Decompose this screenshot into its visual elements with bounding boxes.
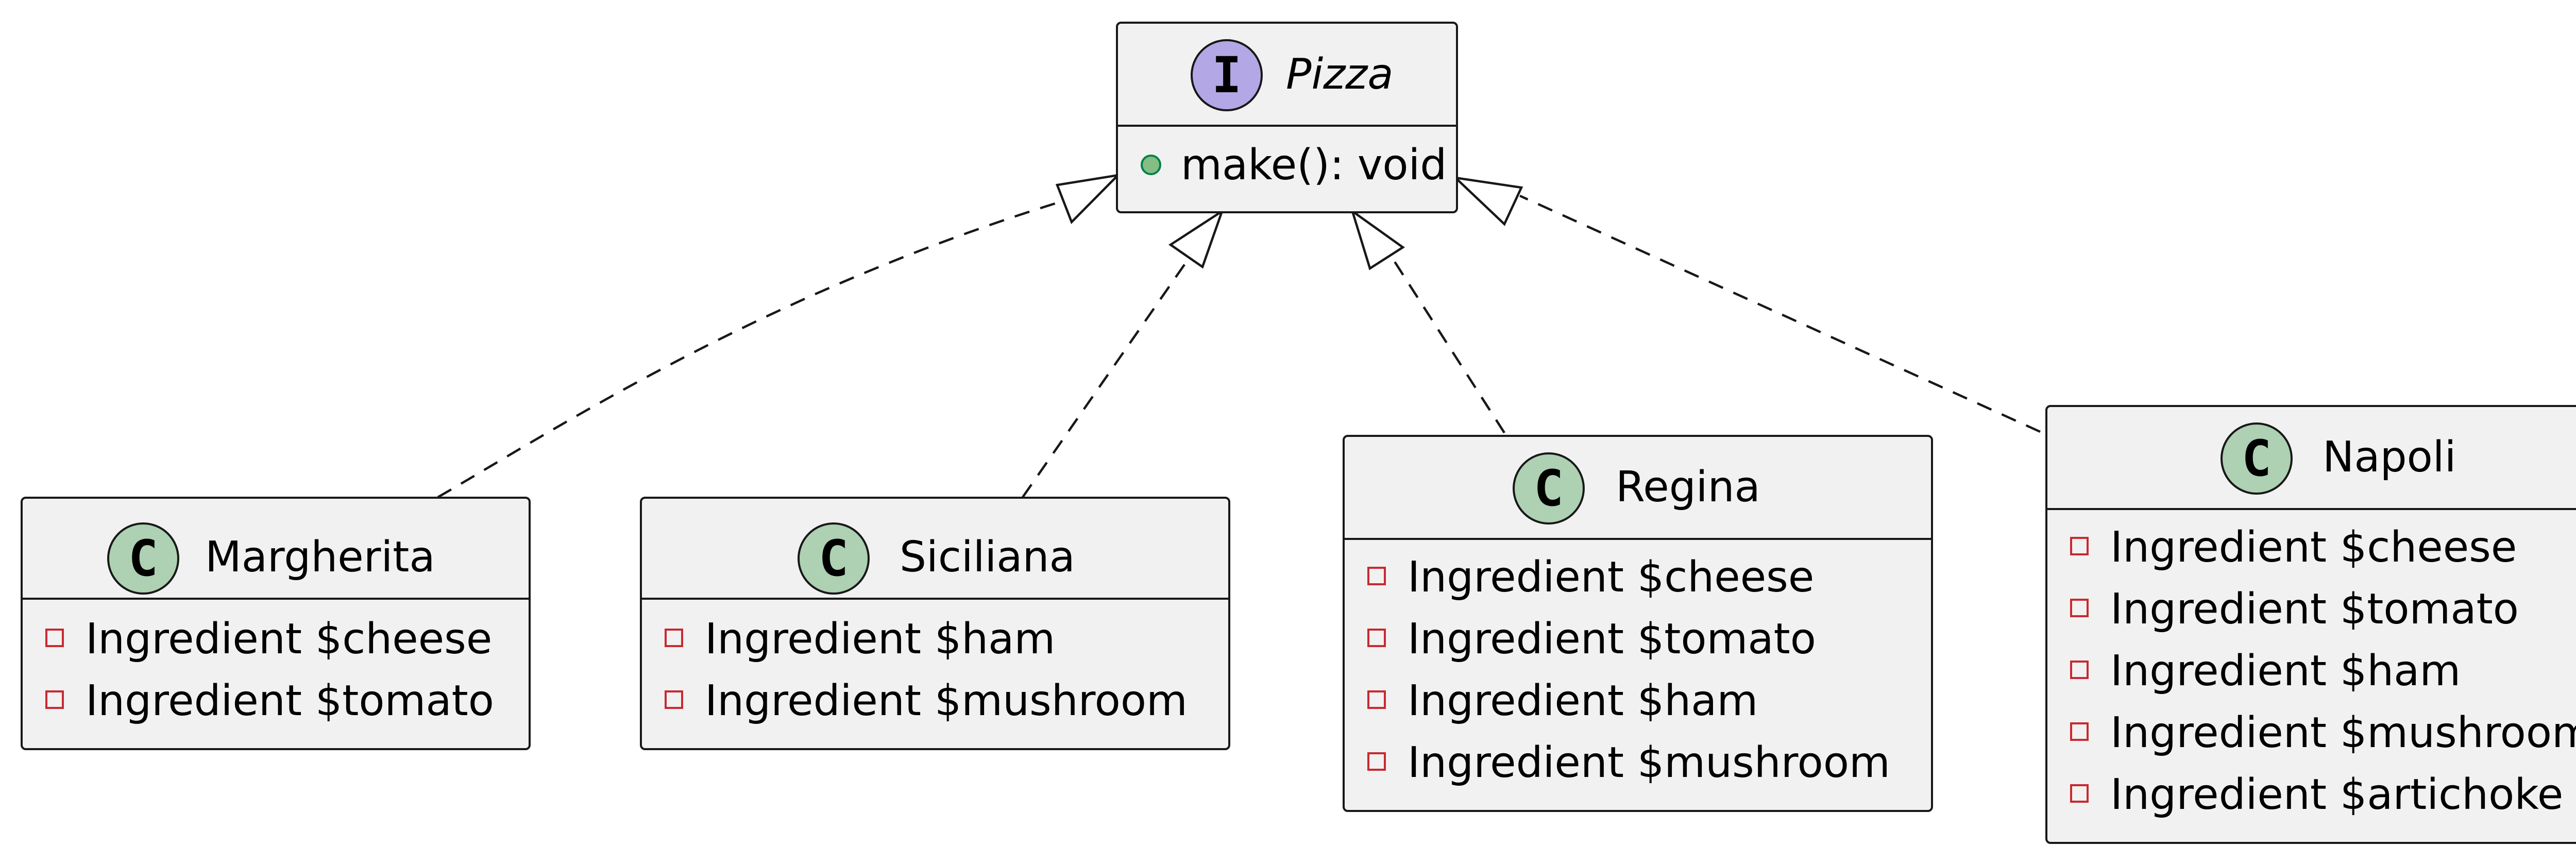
private-visibility-icon (45, 629, 64, 647)
field-text: Ingredient $tomato (1408, 615, 1816, 664)
private-visibility-icon (45, 690, 64, 709)
method-row: make(): void (1118, 135, 1456, 197)
field-row: Ingredient $artichoke (2047, 765, 2576, 826)
private-visibility-icon (1367, 690, 1386, 709)
field-row: Ingredient $cheese (2047, 517, 2576, 579)
class-name: Siciliana (900, 533, 1075, 582)
field-text: Ingredient $mushroom (2110, 708, 2576, 757)
realization-arrowhead-napoli (1452, 176, 1523, 226)
field-row: Ingredient $cheese (23, 609, 529, 671)
class-name: Margherita (205, 533, 435, 582)
realization-line-siciliana (1022, 259, 1189, 498)
divider (642, 598, 1228, 600)
interface-pizza[interactable]: I Pizza make(): void (1116, 22, 1458, 213)
class-margherita[interactable]: C Margherita Ingredient $cheese Ingredie… (21, 497, 531, 750)
private-visibility-icon (1367, 752, 1386, 771)
realization-line-regina (1390, 255, 1505, 434)
divider (1118, 125, 1456, 127)
realization-line-napoli (1519, 194, 2041, 433)
class-badge-icon: C (107, 522, 179, 595)
realization-arrowhead-siciliana (1168, 208, 1225, 269)
field-text: Ingredient $cheese (2110, 523, 2517, 572)
field-row: Ingredient $mushroom (642, 671, 1228, 733)
private-visibility-icon (1367, 567, 1386, 585)
divider (23, 598, 529, 600)
field-text: Ingredient $mushroom (705, 676, 1188, 725)
class-badge-icon: C (2221, 422, 2293, 495)
private-visibility-icon (2070, 537, 2089, 555)
field-row: Ingredient $tomato (2047, 579, 2576, 641)
field-text: Ingredient $mushroom (1408, 738, 1890, 787)
private-visibility-icon (2070, 722, 2089, 741)
field-row: Ingredient $mushroom (1345, 733, 1931, 794)
divider (1345, 538, 1931, 540)
field-text: Ingredient $ham (2110, 647, 2461, 696)
field-text: Ingredient $cheese (1408, 553, 1815, 602)
interface-name: Pizza (1286, 50, 1394, 99)
field-row: Ingredient $cheese (1345, 547, 1931, 609)
field-text: Ingredient $ham (705, 615, 1056, 664)
field-text: Ingredient $ham (1408, 676, 1758, 725)
field-row: Ingredient $ham (2047, 641, 2576, 703)
public-visibility-icon (1141, 155, 1161, 175)
field-row: Ingredient $tomato (23, 671, 529, 733)
field-text: Ingredient $tomato (86, 676, 494, 725)
class-regina[interactable]: C Regina Ingredient $cheese Ingredient $… (1343, 435, 1933, 812)
private-visibility-icon (665, 690, 683, 709)
divider (2047, 508, 2576, 510)
class-name: Napoli (2323, 433, 2456, 482)
class-badge-icon: C (798, 522, 870, 595)
class-badge-icon: C (1513, 452, 1585, 524)
field-row: Ingredient $tomato (1345, 609, 1931, 671)
realization-line-margherita (437, 195, 1077, 498)
field-text: Ingredient $tomato (2110, 585, 2519, 634)
realization-arrowhead-regina (1350, 208, 1405, 270)
class-napoli[interactable]: C Napoli Ingredient $cheese Ingredient $… (2045, 405, 2576, 844)
private-visibility-icon (2070, 661, 2089, 679)
field-text: Ingredient $artichoke (2110, 770, 2564, 819)
interface-badge-icon: I (1191, 39, 1263, 111)
method-text: make(): void (1181, 141, 1447, 190)
private-visibility-icon (2070, 599, 2089, 617)
class-siciliana[interactable]: C Siciliana Ingredient $ham Ingredient $… (640, 497, 1230, 750)
field-text: Ingredient $cheese (86, 615, 493, 664)
field-row: Ingredient $mushroom (2047, 703, 2576, 765)
private-visibility-icon (1367, 629, 1386, 647)
field-row: Ingredient $ham (642, 609, 1228, 671)
field-row: Ingredient $ham (1345, 671, 1931, 733)
realization-arrowhead-margherita (1055, 173, 1122, 225)
private-visibility-icon (665, 629, 683, 647)
private-visibility-icon (2070, 784, 2089, 803)
class-name: Regina (1616, 463, 1760, 512)
